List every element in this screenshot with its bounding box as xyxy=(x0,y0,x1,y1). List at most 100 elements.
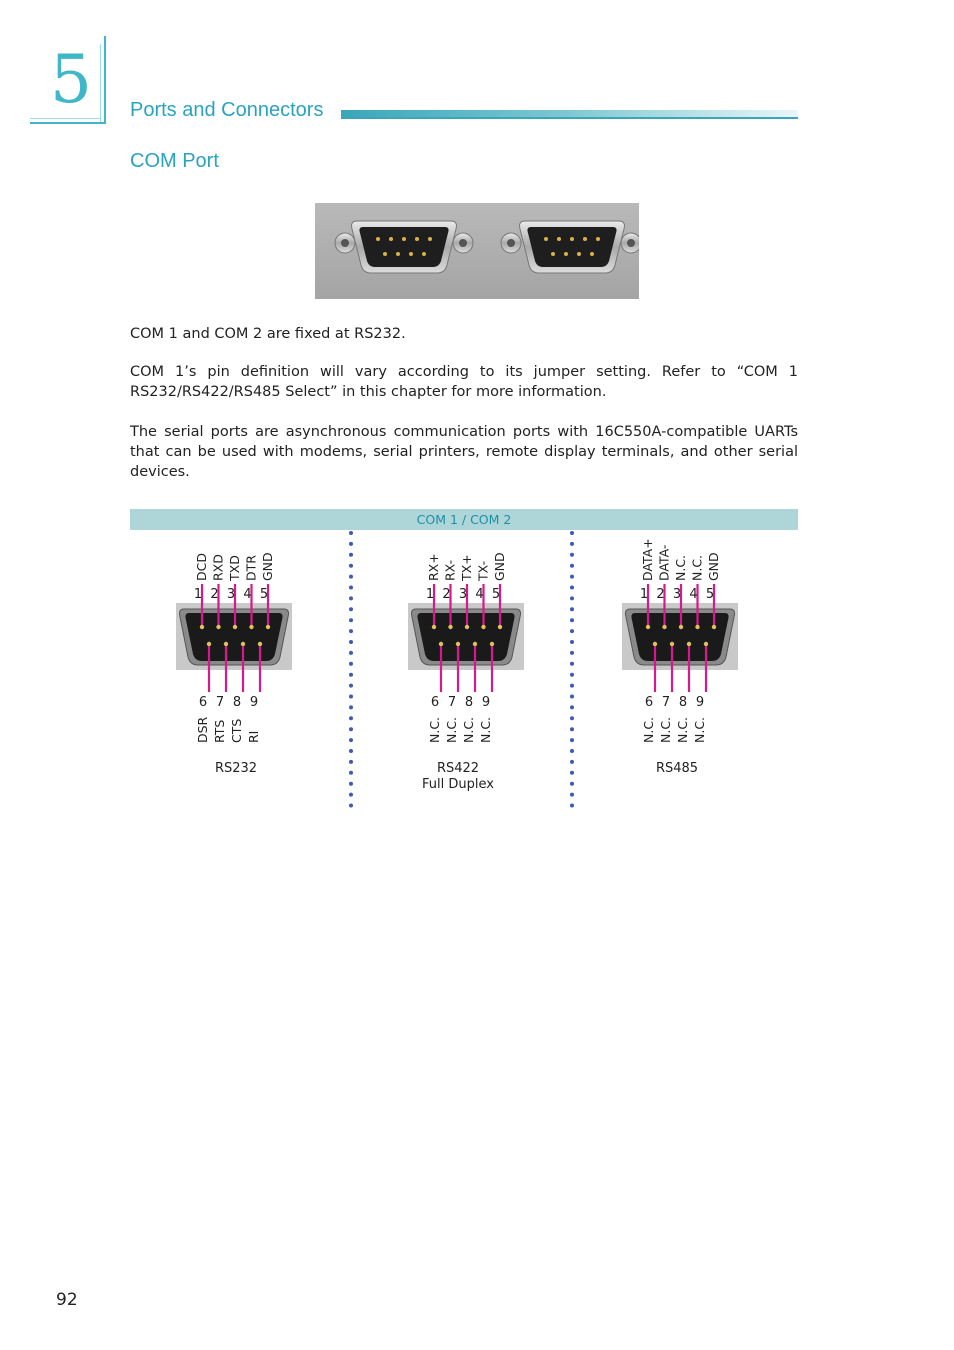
pin-number: 6 xyxy=(199,695,207,710)
divider-dot xyxy=(570,585,574,590)
pin-signal: GND xyxy=(492,552,507,581)
divider-dot xyxy=(349,749,353,753)
pin-contact xyxy=(497,624,503,630)
divider-dot xyxy=(570,618,574,623)
divider-dot xyxy=(349,618,353,623)
pin-signal: GND xyxy=(706,552,721,581)
pin-number: 1 xyxy=(426,587,434,602)
pin-number: 1 xyxy=(640,587,648,602)
paragraph-jumper-note: COM 1’s pin definition will vary accordi… xyxy=(130,364,798,400)
connector-rs422: 1RX+2RX-3TX+4TX-5GND6N.C.7N.C.8N.C.9N.C.… xyxy=(408,552,524,792)
divider-dot xyxy=(349,629,353,634)
pin-signal: RI xyxy=(246,731,261,743)
divider-dot xyxy=(570,629,574,634)
divider-dot xyxy=(570,803,574,808)
pin-number: 8 xyxy=(233,695,241,710)
pin-contact xyxy=(678,624,684,630)
pin-number: 6 xyxy=(645,695,653,710)
pin-contact xyxy=(265,624,271,630)
pinout-header: COM 1 / COM 2 xyxy=(130,509,798,530)
divider-dot xyxy=(570,749,574,753)
pin-signal: TX+ xyxy=(459,554,474,582)
com-port-photo xyxy=(315,203,639,299)
pin-signal: RTS xyxy=(212,720,227,743)
mode-sublabel: Full Duplex xyxy=(422,777,494,792)
page-number: 92 xyxy=(56,1290,78,1310)
divider-dot xyxy=(570,716,574,721)
pin-signal: CTS xyxy=(229,719,244,743)
pin-contact xyxy=(464,624,470,630)
pin-number: 9 xyxy=(696,695,704,710)
divider-dot xyxy=(349,661,353,666)
divider-dot xyxy=(570,574,574,579)
divider-dot xyxy=(570,531,574,535)
pin-contact xyxy=(481,624,486,630)
pin-signal: N.C. xyxy=(675,717,690,743)
divider-dot xyxy=(349,705,353,710)
pin-signal: N.C. xyxy=(692,717,707,743)
pin-number: 5 xyxy=(492,587,500,602)
pin-contact xyxy=(489,641,495,647)
divider-dot xyxy=(349,585,353,590)
pin-signal: N.C. xyxy=(461,717,476,743)
divider-dot xyxy=(570,792,574,797)
divider-dot xyxy=(349,596,353,601)
pin-contact xyxy=(652,641,658,647)
pin-number: 8 xyxy=(679,695,687,710)
pin-number: 5 xyxy=(706,587,714,602)
pin-number: 7 xyxy=(662,695,670,710)
pin-number: 9 xyxy=(250,695,258,710)
pin-contact xyxy=(662,624,667,630)
pin-signal: GND xyxy=(260,552,275,581)
pin-contact xyxy=(249,624,254,630)
pin-signal: RX- xyxy=(443,560,458,581)
pin-contact xyxy=(199,624,205,630)
photo-port-right xyxy=(500,220,639,274)
paragraph-uart-description: The serial ports are asynchronous commun… xyxy=(130,424,798,480)
pin-number: 3 xyxy=(227,587,235,602)
divider-dot xyxy=(570,607,574,612)
divider-dot xyxy=(570,705,574,710)
pin-number: 3 xyxy=(459,587,467,602)
pin-contact xyxy=(645,624,651,630)
divider-dot xyxy=(570,781,574,786)
pin-signal: TXD xyxy=(227,555,242,582)
pin-contact xyxy=(711,624,717,630)
pin-signal: RXD xyxy=(211,554,226,581)
divider-dot xyxy=(349,792,353,797)
divider-dot xyxy=(570,694,574,699)
divider-dot xyxy=(570,672,574,677)
pin-signal: N.C. xyxy=(690,555,705,581)
title-underline xyxy=(341,117,798,119)
divider-dot xyxy=(570,541,574,546)
pin-contact xyxy=(703,641,709,647)
divider-dot xyxy=(349,541,353,546)
pin-contact xyxy=(232,624,238,630)
pin-number: 8 xyxy=(465,695,473,710)
divider-dot xyxy=(570,552,574,557)
pin-contact xyxy=(448,624,453,630)
pin-number: 5 xyxy=(260,587,268,602)
pin-signal: N.C. xyxy=(641,717,656,743)
divider-dot xyxy=(570,727,574,732)
divider-dot xyxy=(570,770,574,775)
pin-signal: DTR xyxy=(244,555,259,581)
divider-dot xyxy=(349,672,353,677)
divider-dot xyxy=(349,650,353,655)
pin-signal: N.C. xyxy=(673,555,688,581)
mode-label: RS422 xyxy=(437,761,479,776)
pin-signal: N.C. xyxy=(427,717,442,743)
divider-dot xyxy=(349,803,353,808)
divider-dot xyxy=(570,661,574,666)
pin-number: 6 xyxy=(431,695,439,710)
pin-contact xyxy=(431,624,437,630)
column-divider-2 xyxy=(570,531,574,808)
divider-dot xyxy=(349,738,353,743)
divider-dot xyxy=(349,716,353,721)
pin-contact xyxy=(223,641,229,647)
divider-dot xyxy=(349,694,353,699)
pin-contact xyxy=(686,641,692,647)
pin-number: 2 xyxy=(656,587,664,602)
pin-signal: DATA+ xyxy=(640,538,655,581)
